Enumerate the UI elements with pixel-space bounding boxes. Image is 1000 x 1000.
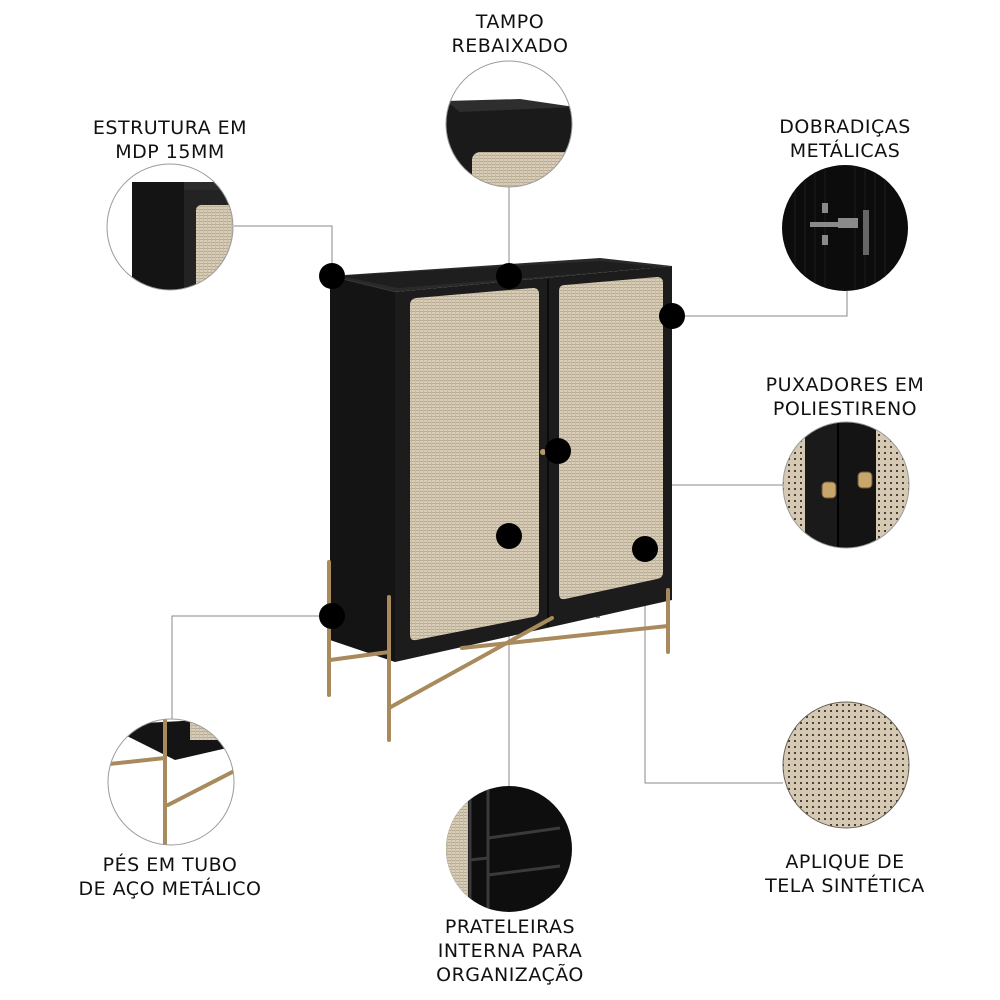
label-estrutura: ESTRUTURA EM MDP 15MM: [92, 117, 248, 163]
detail-pes: [107, 718, 235, 846]
detail-estrutura: [106, 163, 234, 291]
feature-markers: [319, 263, 685, 629]
marker-tampo[interactable]: [496, 263, 522, 289]
label-aplique: APLIQUE DE TELA SINTÉTICA: [765, 851, 925, 897]
label-pes: PÉS EM TUBO DE AÇO METÁLICO: [78, 854, 262, 900]
handle-icon: [821, 471, 873, 499]
marker-puxadores[interactable]: [545, 438, 571, 464]
detail-dobradicas: [782, 165, 908, 291]
hinge-icon: [810, 203, 869, 255]
detail-puxadores: [782, 421, 910, 549]
marker-aplique[interactable]: [632, 536, 658, 562]
label-tampo: TAMPO REBAIXADO: [451, 11, 569, 57]
label-dobradicas: DOBRADIÇAS METÁLICAS: [779, 116, 911, 162]
label-prateleiras: PRATELEIRAS INTERNA PARA ORGANIZAÇÃO: [436, 916, 584, 986]
detail-tampo: [445, 60, 573, 188]
marker-prateleiras[interactable]: [496, 523, 522, 549]
detail-prateleiras: [446, 786, 572, 912]
label-puxadores: PUXADORES EM POLIESTIRENO: [765, 374, 925, 420]
cabinet-illustration: [327, 258, 672, 742]
marker-estrutura[interactable]: [319, 263, 345, 289]
detail-aplique: [782, 701, 910, 829]
marker-dobradicas[interactable]: [659, 303, 685, 329]
marker-pes[interactable]: [319, 603, 345, 629]
